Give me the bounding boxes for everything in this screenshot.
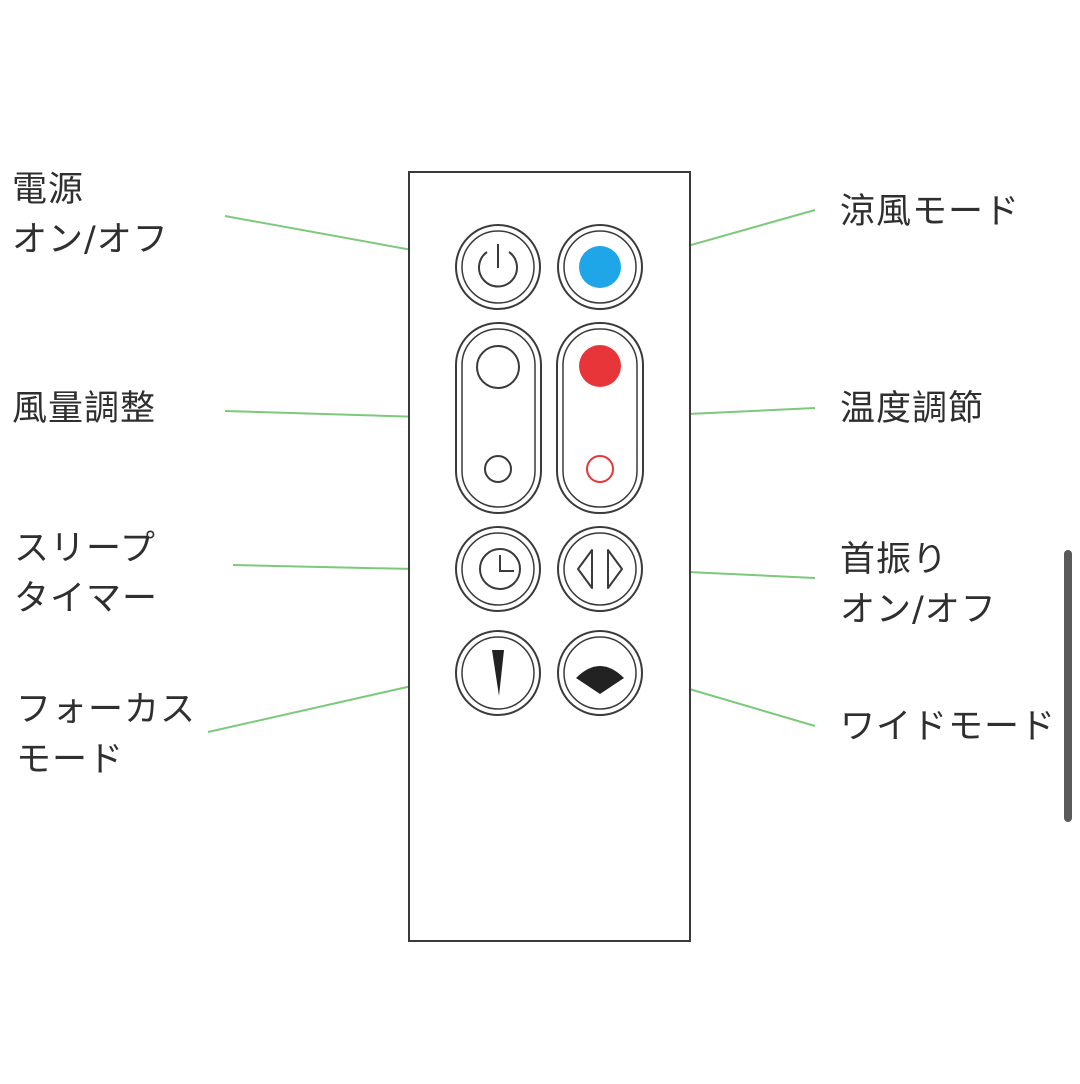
vertical-scrollbar[interactable] [1064, 550, 1072, 822]
label-power-line-1: 電源 [12, 170, 85, 210]
small-red-circle-icon[interactable] [586, 455, 614, 483]
remote-body [408, 171, 691, 942]
label-oscillation-line-2: オン/オフ [840, 590, 997, 630]
label-wide-mode: ワイドモード [840, 702, 1056, 752]
leader-lines [207, 209, 816, 733]
power-icon [478, 244, 518, 288]
blue-dot-icon [579, 246, 621, 288]
label-oscillation: 首振り オン/オフ [840, 535, 997, 635]
label-power-line-2: オン/オフ [12, 220, 169, 260]
label-power: 電源 オン/オフ [12, 165, 169, 265]
label-focus-mode-line-2: モード [16, 740, 125, 780]
label-sleep-timer: スリープ タイマー [14, 524, 158, 624]
red-dot-icon[interactable] [579, 345, 621, 387]
focus-mode-button[interactable] [455, 630, 541, 716]
large-circle-icon[interactable] [476, 345, 520, 389]
label-focus-mode-line-1: フォーカス [16, 690, 197, 730]
oscillation-button[interactable] [557, 526, 643, 612]
focus-cone-icon [492, 650, 504, 696]
temperature-control[interactable] [556, 322, 644, 514]
label-cool-mode: 涼風モード [840, 187, 1020, 237]
label-airflow: 風量調整 [12, 384, 156, 434]
oscillation-arrows-icon [577, 549, 623, 589]
clock-icon [479, 548, 521, 590]
label-sleep-timer-line-2: タイマー [14, 579, 159, 619]
wide-fan-icon [576, 666, 624, 694]
label-temperature-line-1: 温度調節 [840, 389, 985, 429]
power-button[interactable] [455, 224, 541, 310]
label-cool-mode-line-1: 涼風モード [840, 192, 1021, 232]
sleep-timer-button[interactable] [455, 526, 541, 612]
label-oscillation-line-1: 首振り [840, 540, 949, 580]
small-circle-icon[interactable] [484, 455, 512, 483]
label-wide-mode-line-1: ワイドモード [840, 707, 1057, 747]
wide-mode-button[interactable] [557, 630, 643, 716]
airflow-control[interactable] [455, 322, 542, 514]
label-focus-mode: フォーカス モード [16, 685, 196, 785]
label-sleep-timer-line-1: スリープ [14, 529, 156, 569]
label-airflow-line-1: 風量調整 [12, 389, 157, 429]
label-temperature: 温度調節 [840, 384, 984, 434]
cool-mode-button[interactable] [557, 224, 643, 310]
